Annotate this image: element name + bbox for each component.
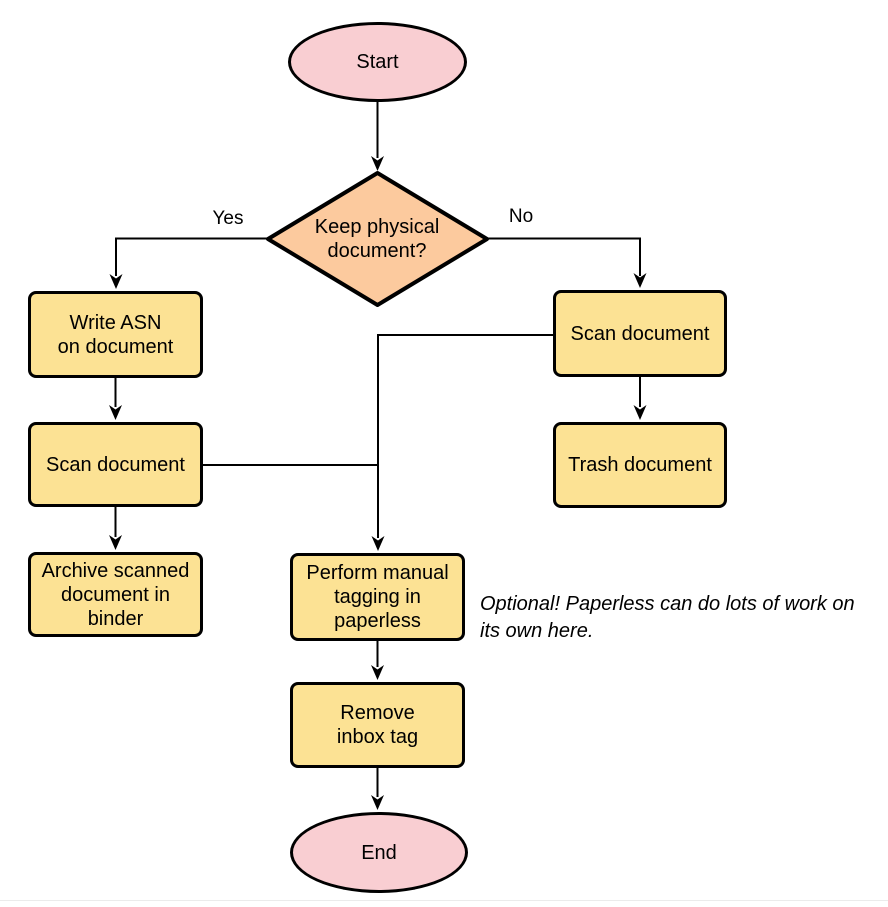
decision-diamond-shape bbox=[266, 171, 489, 307]
node-start-label: Start bbox=[356, 51, 399, 73]
arrowhead-decision-to-scan-right bbox=[633, 273, 647, 288]
node-remove-inbox-tag-label: Remove inbox tag bbox=[336, 702, 419, 748]
node-scan-document-right: Scan document bbox=[553, 290, 727, 377]
node-keep-physical-decision: Keep physical document? bbox=[277, 211, 477, 267]
node-scan-document-left: Scan document bbox=[28, 422, 203, 507]
edge-label-yes: Yes bbox=[212, 208, 244, 229]
node-manual-tagging-label: Perform manual tagging in paperless bbox=[306, 562, 449, 632]
node-archive-scanned-label: Archive scanned document in binder bbox=[41, 559, 190, 630]
arrowhead-start-to-decision bbox=[371, 156, 384, 171]
edge-decision-to-scan-right bbox=[487, 237, 641, 276]
arrowhead-scan-left-to-archive bbox=[109, 535, 122, 550]
node-archive-scanned: Archive scanned document in binder bbox=[28, 552, 203, 637]
arrowhead-scan-right-to-trash bbox=[633, 405, 647, 420]
edge-scan-right-to-tagging bbox=[377, 334, 553, 538]
arrowhead-tagging-to-remove bbox=[371, 665, 384, 680]
node-remove-inbox-tag: Remove inbox tag bbox=[290, 682, 465, 768]
node-trash-document-label: Trash document bbox=[568, 454, 712, 476]
node-scan-document-right-label: Scan document bbox=[570, 322, 710, 345]
arrowhead-write-asn-to-scan-left bbox=[109, 405, 122, 420]
node-end: End bbox=[290, 812, 468, 893]
node-write-asn-label: Write ASN on document bbox=[57, 311, 174, 358]
arrowhead-remove-to-end bbox=[371, 795, 384, 810]
node-scan-document-left-label: Scan document bbox=[46, 453, 185, 476]
edge-label-no: No bbox=[508, 206, 534, 227]
optional-note: Optional! Paperless can do lots of work … bbox=[480, 593, 855, 642]
node-start: Start bbox=[288, 22, 467, 102]
node-end-label: End bbox=[361, 841, 397, 864]
node-trash-document: Trash document bbox=[553, 422, 727, 508]
decision-label: Keep physical document? bbox=[314, 216, 440, 262]
bottom-rule bbox=[0, 900, 888, 901]
arrowhead-to-tagging bbox=[371, 536, 385, 551]
node-write-asn: Write ASN on document bbox=[28, 291, 203, 378]
node-manual-tagging: Perform manual tagging in paperless bbox=[290, 553, 465, 641]
edge-decision-to-write-asn bbox=[115, 237, 268, 276]
arrowhead-decision-to-write-asn bbox=[109, 274, 123, 289]
